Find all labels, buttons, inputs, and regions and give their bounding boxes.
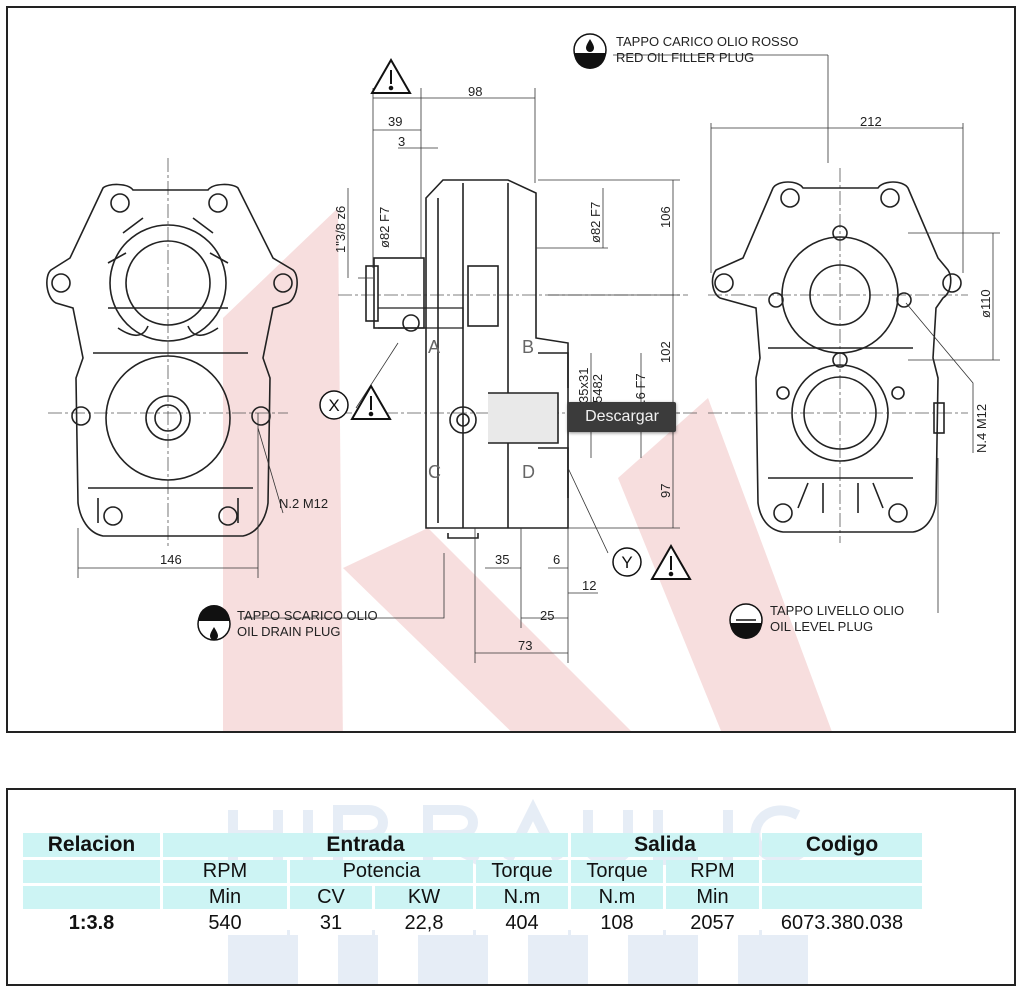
- dim-6: 6: [553, 552, 560, 567]
- drain-plug-en: OIL DRAIN PLUG: [237, 624, 341, 639]
- warning-triangle-icon: [650, 543, 692, 580]
- oil-level-icon: [729, 603, 763, 639]
- unit-empty: [762, 886, 922, 909]
- value-code: 6073.380.038: [762, 912, 922, 935]
- table-row: 1:3.8 540 31 22,8 404 108 2057 6073.380.…: [23, 912, 922, 935]
- value-kw: 22,8: [375, 912, 473, 935]
- unit-torque-in: N.m: [476, 886, 568, 909]
- dim-25: 25: [540, 608, 554, 623]
- unit-cv: CV: [290, 886, 372, 909]
- level-plug-en: OIL LEVEL PLUG: [770, 619, 873, 634]
- section-letter-b: B: [522, 337, 534, 357]
- drain-plug-it: TAPPO SCARICO OLIO: [237, 608, 378, 623]
- dim-106: 106: [658, 206, 673, 228]
- dim-spline-2: 5482: [590, 374, 605, 403]
- note-n2-m12: N.2 M12: [279, 496, 328, 511]
- dim-73: 73: [518, 638, 532, 653]
- level-plug-it: TAPPO LIVELLO OLIO: [770, 603, 904, 618]
- dim-212: 212: [860, 114, 882, 129]
- header-codigo: Codigo: [762, 833, 922, 857]
- dim-spline-1: 35x31: [576, 368, 591, 403]
- left-view: [46, 183, 298, 537]
- header-entrada: Entrada: [163, 833, 568, 857]
- warning-triangle-icon: [370, 57, 412, 94]
- callout-x: X: [319, 390, 349, 420]
- watermark-logo: [223, 208, 832, 731]
- dim-98: 98: [468, 84, 482, 99]
- units-row: Min CV KW N.m N.m Min: [23, 886, 922, 909]
- section-letter-d: D: [522, 462, 535, 482]
- dim-12: 12: [582, 578, 596, 593]
- drawing-canvas: A B C D: [46, 33, 1000, 731]
- value-rpm-in: 540: [163, 912, 287, 935]
- unit-torque-out: N.m: [571, 886, 663, 909]
- right-view: [711, 181, 962, 533]
- filler-plug-it: TAPPO CARICO OLIO ROSSO: [616, 34, 799, 49]
- spec-table-panel: Relacion Entrada Salida Codigo RPM Poten…: [6, 788, 1016, 986]
- subheader-row: RPM Potencia Torque Torque RPM: [23, 860, 922, 883]
- subheader-empty: [762, 860, 922, 883]
- oil-drain-icon: [197, 605, 231, 641]
- note-n4-m12: N.4 M12: [974, 404, 989, 453]
- warning-triangle-icon: [350, 383, 392, 420]
- unit-kw: KW: [375, 886, 473, 909]
- dim-3: 3: [398, 134, 405, 149]
- dim-thread: 1"3/8 z6: [333, 206, 348, 253]
- svg-text:X: X: [328, 396, 339, 415]
- subheader-potencia: Potencia: [290, 860, 473, 883]
- download-tooltip[interactable]: Descargar: [568, 402, 676, 432]
- dim-dia82-input: ø82 F7: [377, 207, 392, 248]
- svg-text:Y: Y: [621, 553, 632, 572]
- dim-fit: .6 F7: [633, 373, 648, 403]
- value-ratio: 1:3.8: [23, 912, 160, 935]
- unit-empty: [23, 886, 160, 909]
- oil-filler-icon: [573, 33, 607, 69]
- dim-146: 146: [160, 552, 182, 567]
- unit-rpm-out: Min: [666, 886, 759, 909]
- value-rpm-out: 2057: [666, 912, 759, 935]
- callout-y: Y: [612, 547, 642, 577]
- subheader-rpm-in: RPM: [163, 860, 287, 883]
- header-relacion: Relacion: [23, 833, 160, 857]
- technical-drawing: A B C D: [6, 6, 1016, 733]
- subheader-torque-out: Torque: [571, 860, 663, 883]
- dim-97: 97: [658, 484, 673, 498]
- section-letter-a: A: [428, 337, 440, 357]
- value-torque-out: 108: [571, 912, 663, 935]
- dim-dia82-output: ø82 F7: [588, 202, 603, 243]
- unit-rpm-in: Min: [163, 886, 287, 909]
- dim-102: 102: [658, 341, 673, 363]
- header-salida: Salida: [571, 833, 759, 857]
- section-view: [365, 179, 569, 539]
- subheader-torque-in: Torque: [476, 860, 568, 883]
- header-row: Relacion Entrada Salida Codigo: [23, 833, 922, 857]
- dim-35: 35: [495, 552, 509, 567]
- spec-table: Relacion Entrada Salida Codigo RPM Poten…: [20, 830, 925, 938]
- subheader-rpm-out: RPM: [666, 860, 759, 883]
- subheader-empty: [23, 860, 160, 883]
- dim-39: 39: [388, 114, 402, 129]
- filler-plug-en: RED OIL FILLER PLUG: [616, 50, 754, 65]
- value-torque-in: 404: [476, 912, 568, 935]
- section-letter-c: C: [428, 462, 441, 482]
- dim-dia110: ø110: [978, 289, 993, 318]
- value-cv: 31: [290, 912, 372, 935]
